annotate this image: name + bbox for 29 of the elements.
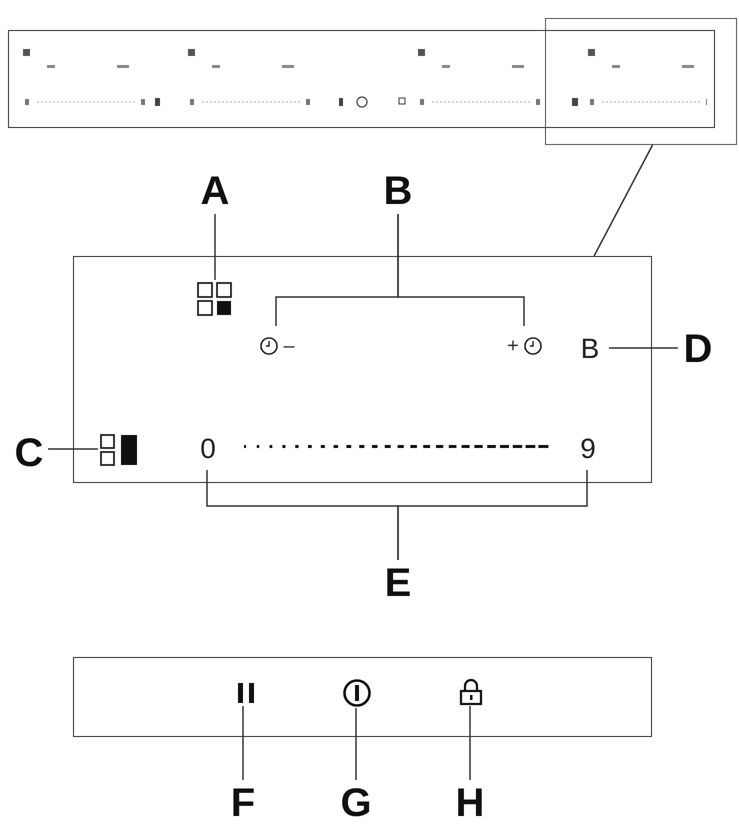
power-icon (342, 677, 372, 709)
callout-letter: E (384, 563, 412, 603)
panel-outline (73, 657, 652, 737)
leader-line (242, 706, 244, 780)
callout-letter: G (340, 783, 372, 823)
callout-letter: F (230, 783, 256, 823)
display-character: 9 (580, 435, 596, 463)
display-character: B (580, 335, 600, 363)
lock-icon (457, 677, 485, 707)
control-panel-outline (8, 30, 715, 128)
leader-line (609, 347, 678, 349)
plus-sign: + (507, 336, 519, 356)
panel-outline (73, 256, 652, 483)
leader-line (397, 470, 588, 560)
callout-letter: A (200, 171, 230, 211)
callout-letter: B (384, 171, 412, 211)
cooking-zone-icon (195, 281, 235, 317)
leader-line (593, 144, 654, 256)
leader-line (355, 708, 357, 780)
leader-line (48, 448, 98, 450)
callout-letter: H (456, 783, 484, 823)
callout-letter: C (14, 433, 44, 473)
leader-line (214, 214, 216, 280)
display-character: 0 (200, 435, 216, 463)
leader-line (469, 706, 471, 780)
leader-line (397, 214, 525, 326)
minus-sign: – (283, 336, 295, 356)
highlight-frame (545, 18, 737, 145)
callout-letter: D (684, 329, 712, 369)
